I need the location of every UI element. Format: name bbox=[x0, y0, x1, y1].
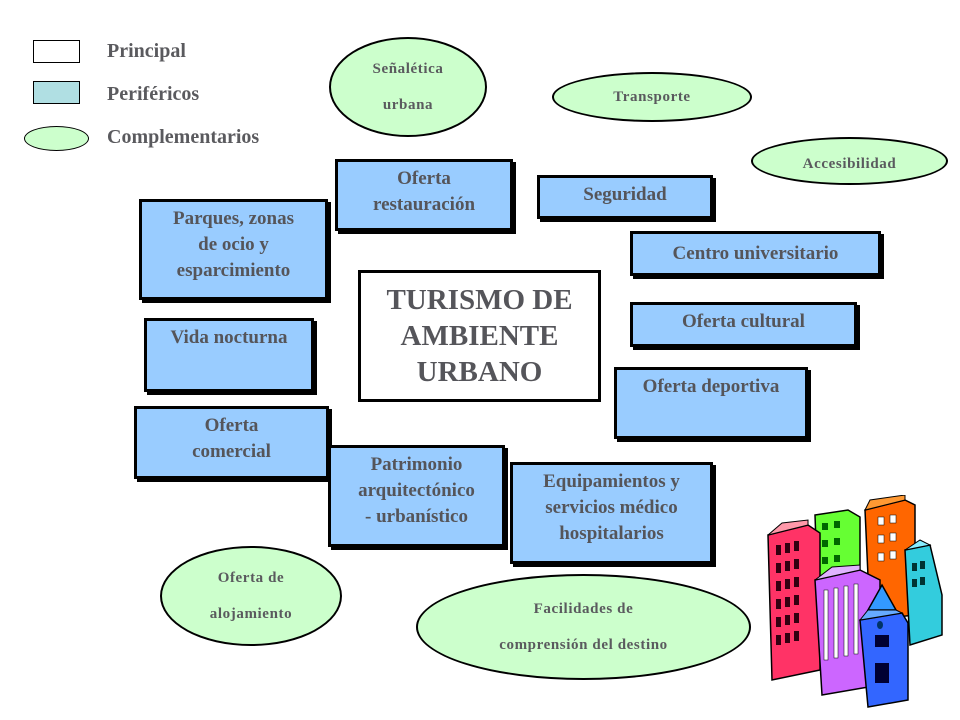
box-oferta-restauracion: Oferta restauración bbox=[335, 159, 513, 231]
box-oferta-comercial-label: Oferta comercial bbox=[192, 415, 271, 462]
oval-alojamiento-line2: alojamiento bbox=[209, 606, 293, 622]
oval-transporte: Transporte bbox=[552, 72, 752, 122]
box-equipamientos-label: Equipamientos y servicios médico hospita… bbox=[543, 471, 680, 544]
legend-principal-label: Principal bbox=[107, 40, 186, 62]
legend-complementarios-swatch bbox=[24, 126, 89, 151]
box-vida-nocturna-label: Vida nocturna bbox=[170, 327, 288, 348]
box-oferta-deportiva: Oferta deportiva bbox=[614, 367, 808, 439]
oval-senaletica-line2: urbana bbox=[382, 97, 434, 113]
oval-accesibilidad-label: Accesibilidad bbox=[802, 155, 897, 172]
box-centro-universitario: Centro universitario bbox=[630, 231, 881, 276]
box-oferta-restauracion-label: Oferta restauración bbox=[372, 168, 476, 215]
main-concept-box: TURISMO DE AMBIENTE URBANO bbox=[358, 270, 601, 402]
box-oferta-cultural: Oferta cultural bbox=[630, 302, 857, 347]
legend-perifericos-swatch bbox=[33, 81, 80, 104]
box-oferta-deportiva-label: Oferta deportiva bbox=[642, 376, 780, 397]
city-buildings-clipart bbox=[767, 495, 943, 708]
oval-facilidades-line2: comprensión del destino bbox=[499, 637, 668, 653]
box-centro-universitario-label: Centro universitario bbox=[672, 242, 839, 264]
box-parques-label: Parques, zonas de ocio y esparcimiento bbox=[172, 208, 295, 281]
box-parques: Parques, zonas de ocio y esparcimiento bbox=[139, 199, 328, 300]
box-oferta-cultural-label: Oferta cultural bbox=[682, 311, 805, 332]
oval-accesibilidad: Accesibilidad bbox=[751, 137, 948, 185]
box-seguridad-label: Seguridad bbox=[583, 184, 667, 205]
box-patrimonio-label: Patrimonio arquitectónico - urbanístico bbox=[358, 454, 475, 527]
oval-oferta-alojamiento: Oferta de alojamiento bbox=[160, 546, 342, 646]
main-concept-title: TURISMO DE AMBIENTE URBANO bbox=[386, 284, 573, 388]
oval-senaletica-line1: Señalética bbox=[372, 61, 444, 77]
oval-facilidades-line1: Facilidades de bbox=[533, 601, 634, 617]
oval-facilidades-comprension: Facilidades de comprensión del destino bbox=[416, 574, 751, 680]
box-oferta-comercial: Oferta comercial bbox=[134, 406, 329, 479]
legend-complementarios-label: Complementarios bbox=[107, 126, 260, 148]
box-vida-nocturna: Vida nocturna bbox=[144, 318, 314, 392]
legend-perifericos-label: Periféricos bbox=[107, 83, 200, 105]
oval-alojamiento-line1: Oferta de bbox=[217, 570, 285, 586]
box-patrimonio: Patrimonio arquitectónico - urbanístico bbox=[328, 445, 505, 547]
legend-principal-swatch bbox=[33, 40, 80, 63]
oval-transporte-label: Transporte bbox=[613, 88, 691, 105]
oval-senaletica-urbana: Señalética urbana bbox=[329, 37, 487, 137]
box-equipamientos: Equipamientos y servicios médico hospita… bbox=[510, 462, 713, 564]
box-seguridad: Seguridad bbox=[537, 175, 713, 219]
